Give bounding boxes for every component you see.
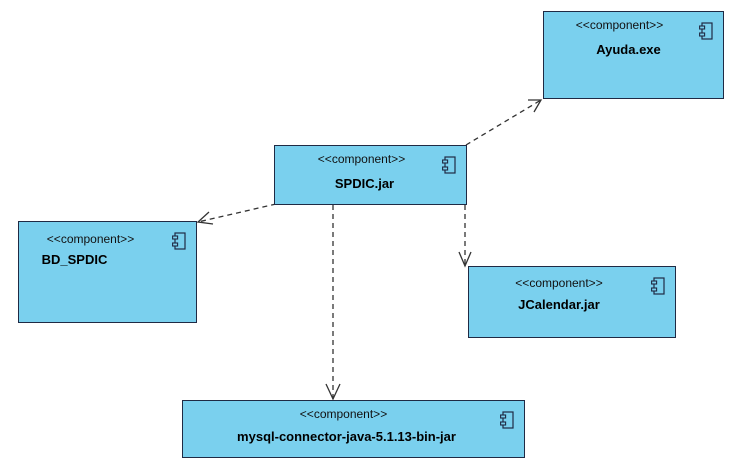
edge-spdic-to-ayuda — [465, 99, 543, 146]
stereotype-label: <<component>> — [299, 407, 388, 421]
component-name: Ayuda.exe — [596, 42, 661, 57]
component-name: SPDIC.jar — [334, 176, 395, 191]
component-jcalendar[interactable]: <<component>> JCalendar.jar — [468, 266, 676, 338]
edge-spdic-to-bd — [196, 203, 277, 225]
edge-spdic-to-mysql — [325, 205, 341, 401]
stereotype-label: <<component>> — [317, 152, 406, 166]
component-icon — [651, 277, 665, 295]
edge-spdic-to-jcalendar — [458, 205, 472, 268]
component-name: mysql-connector-java-5.1.13-bin-jar — [237, 429, 456, 444]
component-mysql-connector[interactable]: <<component>> mysql-connector-java-5.1.1… — [182, 400, 525, 458]
stereotype-label: <<component>> — [575, 18, 664, 32]
component-bd-spdic[interactable]: <<component>> BD_SPDIC — [18, 221, 197, 323]
component-spdic[interactable]: <<component>> SPDIC.jar — [274, 145, 467, 205]
component-icon — [699, 22, 713, 40]
component-name: BD_SPDIC — [41, 252, 108, 267]
component-icon — [172, 232, 186, 250]
component-icon — [442, 156, 456, 174]
component-icon — [500, 411, 514, 429]
component-name: JCalendar.jar — [518, 297, 600, 312]
component-ayuda[interactable]: <<component>> Ayuda.exe — [543, 11, 724, 99]
stereotype-label: <<component>> — [46, 232, 135, 246]
stereotype-label: <<component>> — [515, 276, 603, 290]
